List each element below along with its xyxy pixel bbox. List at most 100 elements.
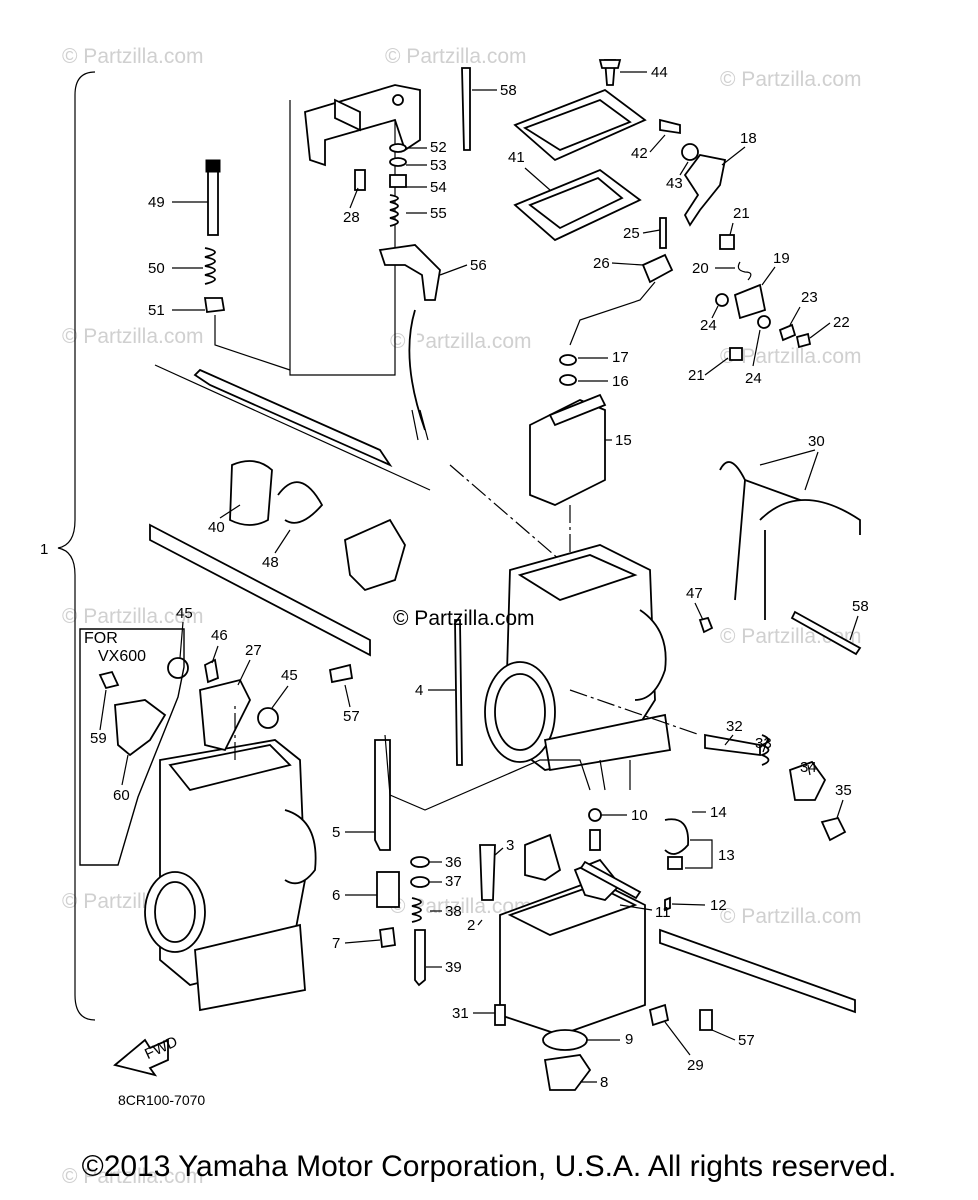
cable-tie	[461, 67, 862, 656]
main-jet-parts	[374, 619, 496, 987]
part-number: 14	[710, 804, 727, 821]
slide	[229, 460, 406, 592]
for-vx600-parts	[98, 670, 167, 757]
part-number: 9	[625, 1031, 633, 1048]
part-number: 5	[332, 824, 340, 841]
part-number: 45	[281, 667, 298, 684]
part-number: 39	[445, 959, 462, 976]
vx600-carburetor	[144, 657, 317, 1012]
part-number: 41	[508, 149, 525, 166]
part-number: 21	[688, 367, 705, 384]
part-number: 15	[615, 432, 632, 449]
screw-57-top	[328, 663, 354, 684]
diagram-code: 8CR100-7070	[118, 1092, 206, 1108]
part-number: 45	[176, 605, 193, 622]
part-number: 50	[148, 260, 165, 277]
part-number: 7	[332, 935, 340, 952]
part-number: 11	[655, 904, 671, 921]
part-number: 55	[430, 205, 447, 222]
hoses	[698, 461, 861, 634]
part-number: 43	[666, 175, 683, 192]
model-label: VX600	[98, 648, 147, 665]
part-number: 44	[651, 64, 668, 81]
part-number: 30	[808, 433, 825, 450]
watermark: © Partzilla.com	[62, 605, 204, 628]
adjuster-screw	[203, 159, 226, 313]
bracket	[304, 84, 421, 167]
part-number: 29	[687, 1057, 704, 1074]
part-number: 59	[90, 730, 107, 747]
watermark: © Partzilla.com	[720, 905, 862, 928]
watermark: © Partzilla.com	[390, 895, 532, 918]
part-number: 32	[726, 718, 743, 735]
part-number: 21	[733, 205, 750, 222]
part-number: 27	[245, 642, 262, 659]
part-number: 58	[852, 598, 869, 615]
part-number: 35	[835, 782, 852, 799]
part-number: 48	[262, 554, 279, 571]
part-number: 6	[332, 887, 340, 904]
part-number: 13	[718, 847, 735, 864]
center-watermark: © Partzilla.com	[393, 607, 535, 630]
part-number: 47	[686, 585, 703, 602]
for-label: FOR	[84, 630, 118, 647]
rod	[193, 368, 393, 468]
part-number: 57	[343, 708, 360, 725]
watermark: © Partzilla.com	[62, 45, 204, 68]
part-number: 58	[500, 82, 517, 99]
part-number: 60	[113, 787, 130, 804]
part-number-labels: 2 3 4 5 6 7 8 9 10 11 12 13 14 15 16 17 …	[90, 64, 869, 1091]
part-number: 16	[612, 373, 629, 390]
float-chamber	[494, 808, 689, 1091]
part-number: 12	[710, 897, 727, 914]
part-number: 53	[430, 157, 447, 174]
part-number: 46	[211, 627, 228, 644]
fwd-arrow	[113, 1038, 169, 1077]
part-number: 22	[833, 314, 850, 331]
part-number: 18	[740, 130, 757, 147]
part-number: 36	[445, 854, 462, 871]
part-number: 8	[600, 1074, 608, 1091]
vx600-callout-box	[79, 628, 185, 866]
watermark: © Partzilla.com	[62, 1165, 204, 1188]
part-number: 51	[148, 302, 165, 319]
pilot-screw-parts	[704, 733, 847, 842]
part-number: 37	[445, 873, 462, 890]
part-number: 24	[745, 370, 762, 387]
part-number: 23	[801, 289, 818, 306]
part-number: 42	[631, 145, 648, 162]
watermark: © Partzilla.com	[62, 325, 204, 348]
float-bowl-rail	[149, 523, 371, 657]
part-number: 2	[467, 917, 475, 934]
choke-plunger	[378, 244, 441, 441]
top-cover-parts	[513, 59, 647, 242]
main-carburetor	[484, 544, 672, 772]
part-number: 52	[430, 139, 447, 156]
throttle-cable-pieces	[354, 143, 407, 227]
part-number: 54	[430, 179, 447, 196]
copyright-notice: ©2013 Yamaha Motor Corporation, U.S.A. A…	[81, 1150, 897, 1183]
linkage-parts	[641, 118, 812, 361]
part-number: 10	[631, 807, 648, 824]
part-number: 19	[773, 250, 790, 267]
assembly-brace	[57, 71, 96, 1021]
watermark: © Partzilla.com	[390, 330, 532, 353]
part-number: 57	[738, 1032, 755, 1049]
part-number: 31	[452, 1005, 469, 1022]
watermark: © Partzilla.com	[720, 68, 862, 91]
part-number: 20	[692, 260, 709, 277]
part-number: 4	[415, 682, 423, 699]
part-number: 56	[470, 257, 487, 274]
part-number: 17	[612, 349, 629, 366]
part-number: 40	[208, 519, 225, 536]
bottom-rail	[659, 928, 856, 1031]
part-number: 38	[445, 903, 462, 920]
watermark: © Partzilla.com	[385, 45, 527, 68]
part-number: 49	[148, 194, 165, 211]
part-number: 28	[343, 209, 360, 226]
part-number: 25	[623, 225, 640, 242]
part-number: 24	[700, 317, 717, 334]
diaphragm	[529, 354, 607, 506]
part-number: 26	[593, 255, 610, 272]
